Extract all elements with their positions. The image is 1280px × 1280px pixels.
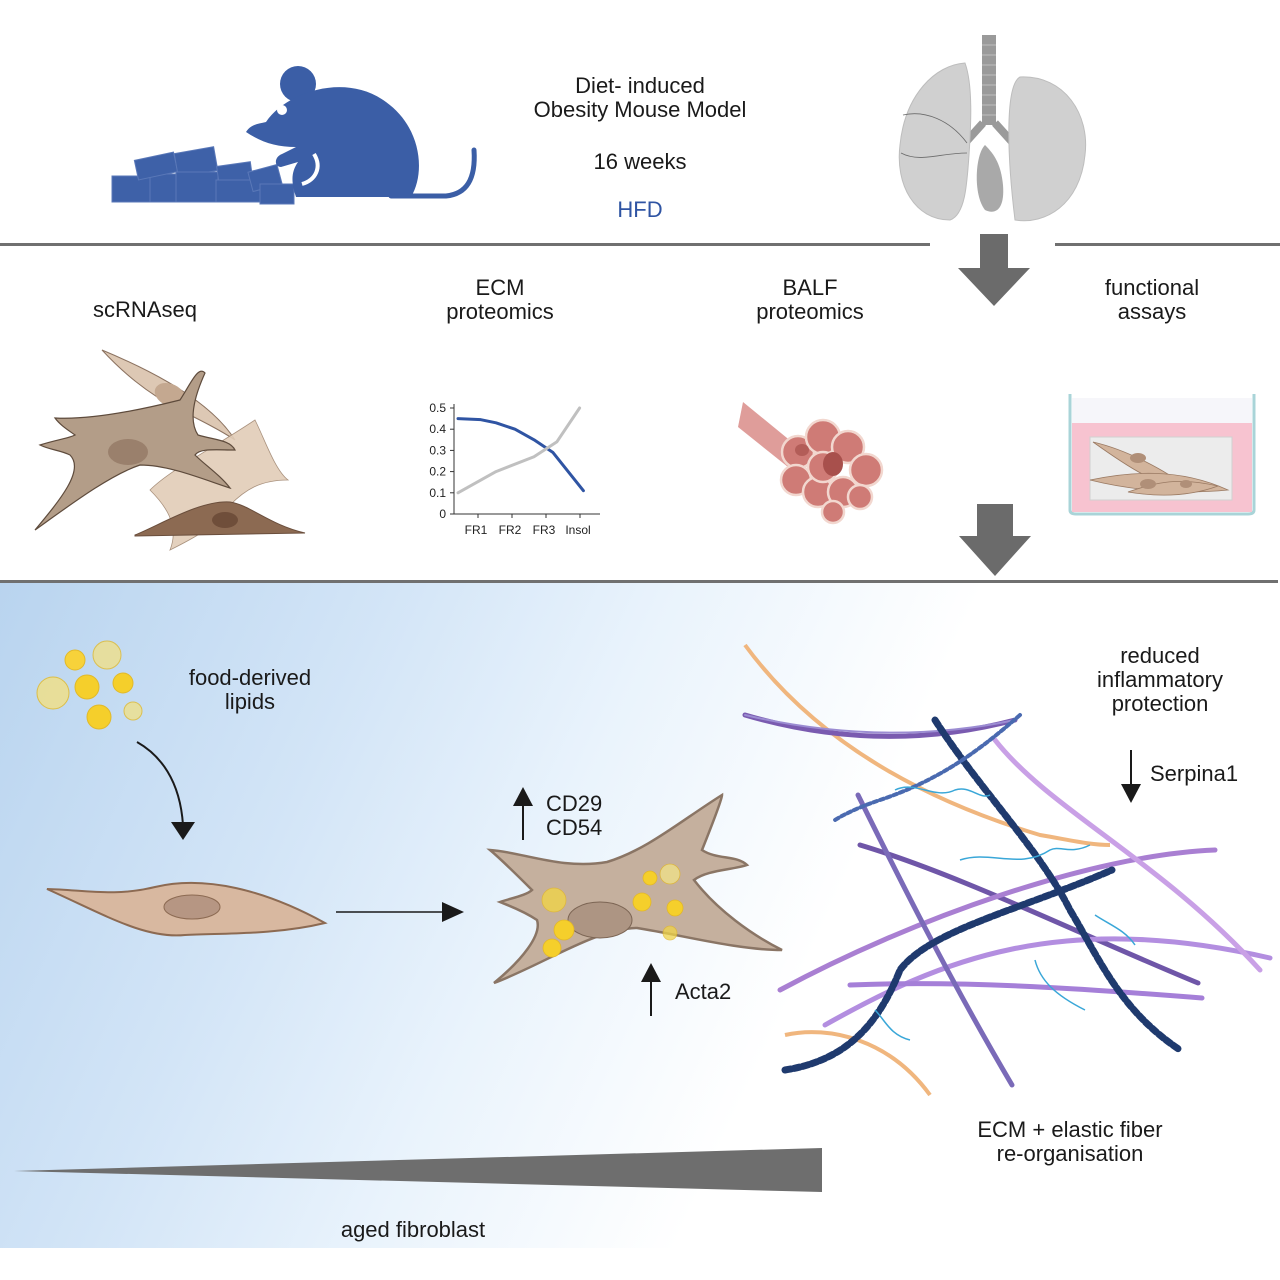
curved-arrow-icon	[136, 741, 195, 840]
y-tick-label: 0.3	[429, 443, 446, 457]
y-tick-label: 0.4	[429, 422, 446, 436]
culture-dish-icon	[1068, 394, 1256, 516]
y-tick-label: 0.2	[429, 465, 446, 479]
x-tick-label: Insol	[565, 523, 590, 537]
method-label-functional-assays: functional assays	[1104, 275, 1200, 324]
up-arrow-icon-acta2	[641, 963, 661, 1016]
lipid-droplets-icon	[36, 640, 143, 730]
x-tick-label: FR1	[465, 523, 488, 537]
duration-label: 16 weeks	[593, 149, 687, 174]
marker-serpina1: Serpina1	[1150, 761, 1239, 786]
section-divider-middle	[0, 580, 1278, 583]
lungs-icon	[898, 35, 1087, 222]
y-tick-label: 0.1	[429, 486, 446, 500]
aged-fibroblast-label: aged fibroblast	[340, 1217, 486, 1242]
marker-cd29: CD29	[546, 791, 603, 816]
resting-fibroblast-icon	[46, 881, 328, 937]
model-title: Diet- induced Obesity Mouse Model	[500, 74, 780, 122]
surface-markers-label: CD29 CD54	[546, 792, 602, 840]
food-pellets-icon	[111, 146, 295, 205]
series-line-gray	[456, 406, 582, 495]
down-arrow-icon	[958, 234, 1030, 306]
right-arrow-icon	[336, 902, 464, 922]
down-arrow-icon-serpina	[1121, 750, 1141, 803]
lipids-label: food-derived lipids	[188, 665, 312, 714]
x-tick-label: FR3	[533, 523, 556, 537]
diet-label: HFD	[617, 197, 663, 222]
model-title-line1: Diet- induced	[575, 73, 705, 98]
ecm-reorganisation-label: ECM + elastic fiber re-organisation	[977, 1117, 1163, 1166]
section-divider-top-left	[0, 243, 930, 246]
up-arrow-icon	[513, 787, 533, 840]
mouse-icon	[246, 66, 477, 199]
method-label-balf-proteomics: BALF proteomics	[756, 275, 864, 324]
x-tick-label: FR2	[499, 523, 522, 537]
model-title-line2: Obesity Mouse Model	[533, 97, 747, 122]
y-tick-label: 0.5	[429, 401, 446, 415]
marker-cd54: CD54	[546, 815, 603, 840]
aging-gradient-wedge	[14, 1148, 822, 1192]
alveoli-icon	[738, 402, 884, 525]
series-line-blue	[456, 417, 585, 493]
section-divider-top-right	[1055, 243, 1280, 246]
y-tick-label: 0	[439, 507, 446, 521]
activated-fibroblast-icon	[486, 792, 783, 985]
fibroblast-cells-icon	[34, 349, 306, 551]
marker-acta2: Acta2	[675, 979, 732, 1004]
inflammatory-protection-label: reduced inflammatory protection	[1097, 643, 1223, 716]
method-label-scrnaseq: scRNAseq	[93, 297, 197, 322]
down-arrow-icon-2	[959, 504, 1031, 576]
ecm-fibers-icon	[742, 643, 1273, 1097]
method-label-ecm-proteomics: ECM proteomics	[446, 275, 554, 324]
